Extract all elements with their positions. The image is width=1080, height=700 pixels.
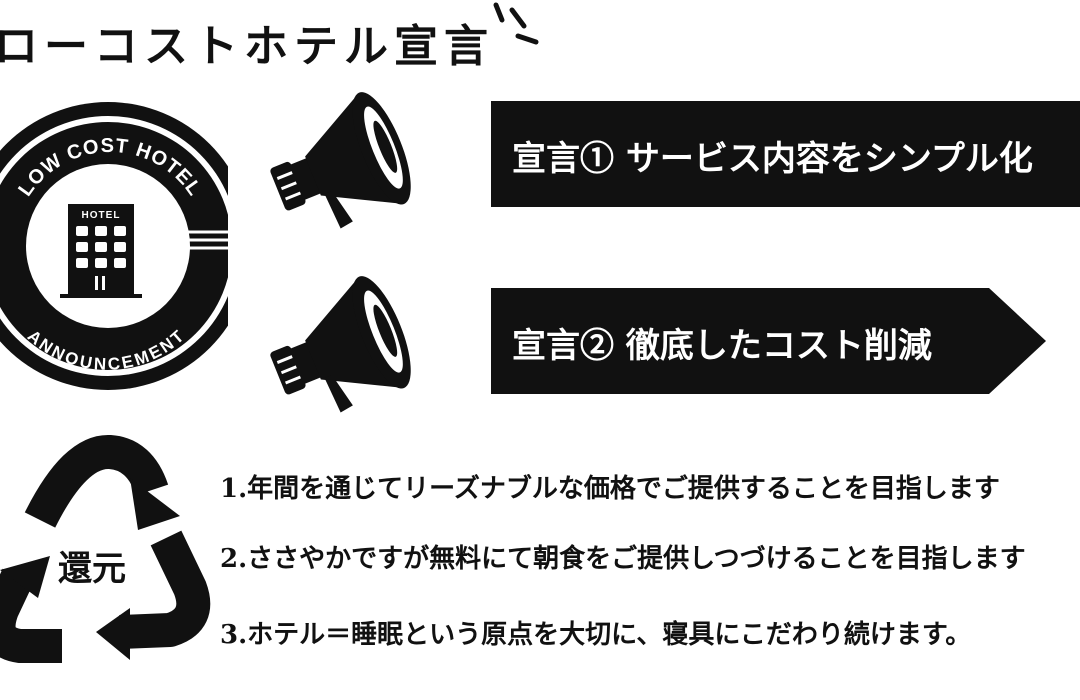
hotel-building-label: HOTEL — [82, 210, 121, 221]
low-cost-hotel-badge: LOW COST HOTEL ANNOUNCEMENT HOTEL — [0, 102, 228, 390]
policy-point-2: 2.ささやかですが無料にて朝食をご提供しつづけることを目指します — [220, 544, 1026, 574]
declaration-2-label: 宣言② 徹底したコスト削減 — [512, 326, 932, 366]
policy-point-3: 3.ホテル＝睡眠という原点を大切に、寝具にこだわり続けます。 — [220, 620, 972, 650]
recycle-icon: 還元 — [0, 435, 211, 663]
declaration-banner-2 — [491, 288, 1046, 394]
megaphone-icon — [270, 92, 411, 229]
page-title: ローコストホテル宣言 — [0, 21, 494, 72]
hotel-building-icon: HOTEL — [60, 204, 142, 298]
policy-point-1: 1.年間を通じてリーズナブルな価格でご提供することを目指します — [220, 474, 1000, 504]
megaphone-icon — [270, 276, 411, 413]
declaration-1-label: 宣言① サービス内容をシンプル化 — [512, 139, 1033, 179]
sparkle-icon — [493, 2, 539, 45]
recycle-label: 還元 — [58, 549, 126, 589]
declaration-banner-1 — [491, 101, 1080, 207]
